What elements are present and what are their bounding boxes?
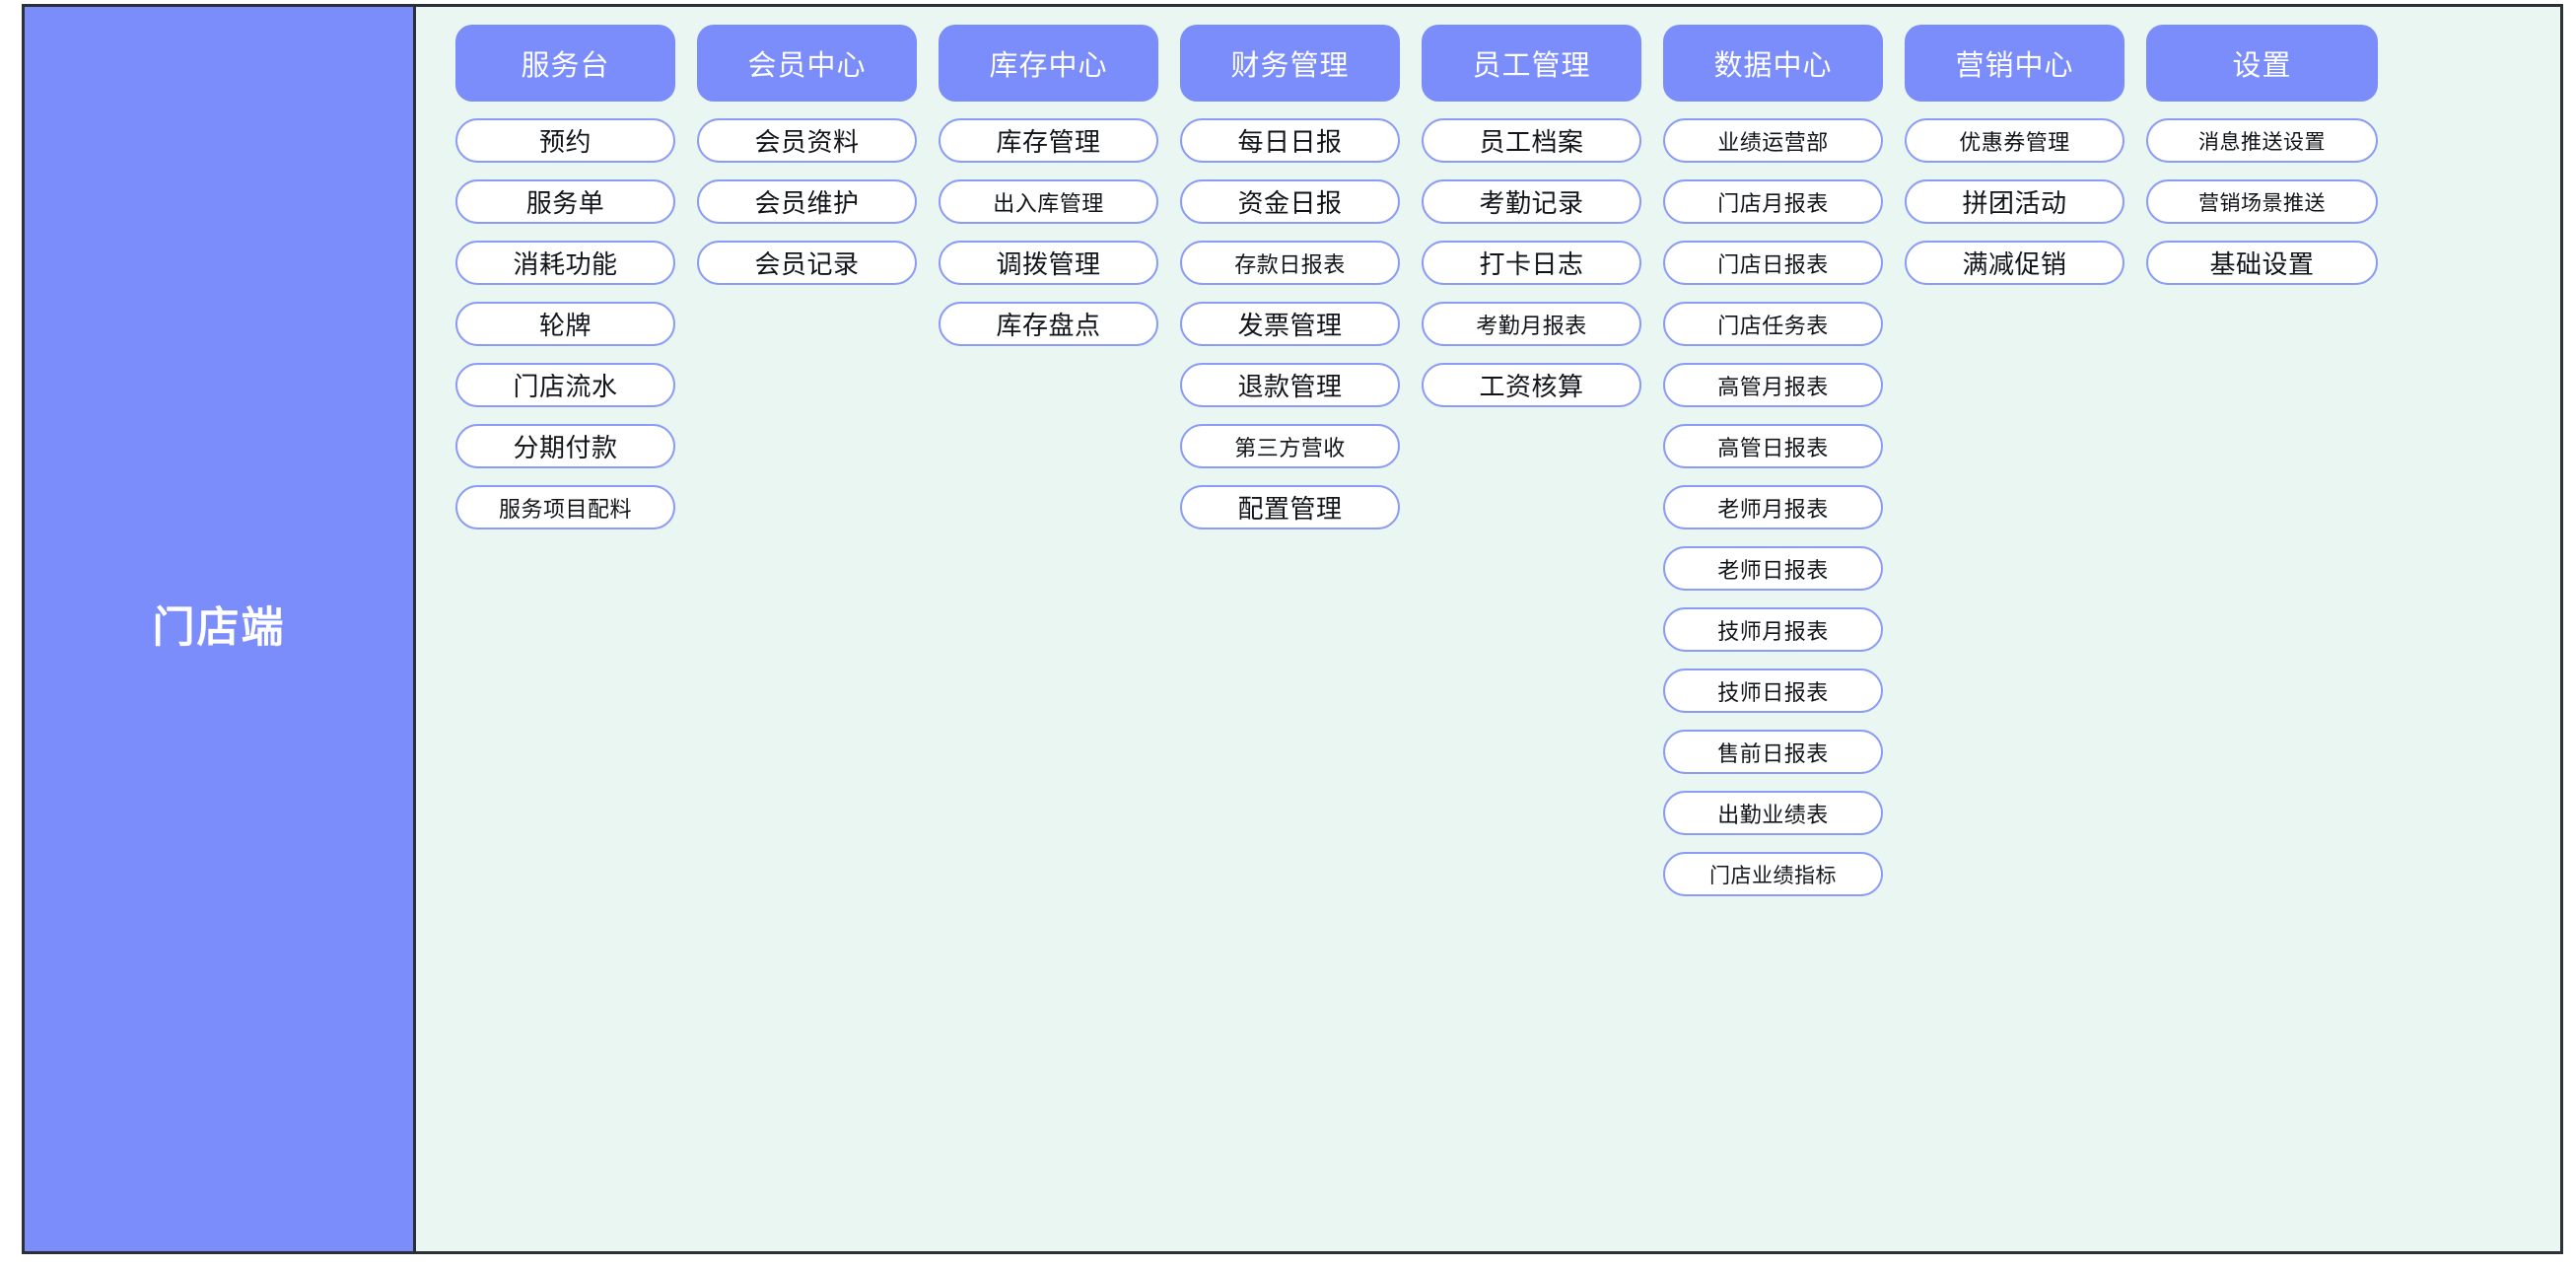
column-header-3[interactable]: 财务管理 (1180, 25, 1400, 102)
menu-item-pill[interactable]: 消息推送设置 (2146, 118, 2378, 163)
menu-item-pill[interactable]: 库存管理 (939, 118, 1158, 163)
menu-item-pill[interactable]: 存款日报表 (1180, 241, 1400, 285)
menu-item-pill[interactable]: 消耗功能 (455, 241, 675, 285)
menu-item-pill[interactable]: 满减促销 (1905, 241, 2124, 285)
menu-item-pill[interactable]: 退款管理 (1180, 363, 1400, 407)
menu-item-pill[interactable]: 工资核算 (1422, 363, 1641, 407)
column-header-4[interactable]: 员工管理 (1422, 25, 1641, 102)
module-column: 会员中心会员资料会员维护会员记录 (697, 25, 917, 302)
menu-item-pill[interactable]: 优惠券管理 (1905, 118, 2124, 163)
menu-item-pill[interactable]: 会员维护 (697, 179, 917, 224)
sidebar-root-label: 门店端 (152, 604, 286, 653)
module-column: 服务台预约服务单消耗功能轮牌门店流水分期付款服务项目配料 (455, 25, 675, 546)
column-header-1[interactable]: 会员中心 (697, 25, 917, 102)
menu-item-pill[interactable]: 考勤月报表 (1422, 302, 1641, 346)
menu-item-pill[interactable]: 门店月报表 (1663, 179, 1883, 224)
column-header-7[interactable]: 设置 (2146, 25, 2378, 102)
module-column: 数据中心业绩运营部门店月报表门店日报表门店任务表高管月报表高管日报表老师月报表老… (1663, 25, 1883, 913)
menu-item-pill[interactable]: 预约 (455, 118, 675, 163)
column-header-2[interactable]: 库存中心 (939, 25, 1158, 102)
menu-item-pill[interactable]: 出入库管理 (939, 179, 1158, 224)
menu-item-pill[interactable]: 库存盘点 (939, 302, 1158, 346)
menu-item-pill[interactable]: 第三方营收 (1180, 424, 1400, 468)
menu-item-pill[interactable]: 发票管理 (1180, 302, 1400, 346)
menu-item-pill[interactable]: 考勤记录 (1422, 179, 1641, 224)
menu-item-pill[interactable]: 每日日报 (1180, 118, 1400, 163)
menu-item-pill[interactable]: 服务项目配料 (455, 485, 675, 529)
menu-item-pill[interactable]: 会员资料 (697, 118, 917, 163)
menu-item-pill[interactable]: 基础设置 (2146, 241, 2378, 285)
architecture-diagram: 门店端 服务台预约服务单消耗功能轮牌门店流水分期付款服务项目配料会员中心会员资料… (22, 4, 2563, 1254)
column-header-0[interactable]: 服务台 (455, 25, 675, 102)
column-header-5[interactable]: 数据中心 (1663, 25, 1883, 102)
menu-item-pill[interactable]: 技师月报表 (1663, 607, 1883, 652)
menu-item-pill[interactable]: 服务单 (455, 179, 675, 224)
column-header-6[interactable]: 营销中心 (1905, 25, 2124, 102)
menu-item-pill[interactable]: 打卡日志 (1422, 241, 1641, 285)
module-columns: 服务台预约服务单消耗功能轮牌门店流水分期付款服务项目配料会员中心会员资料会员维护… (416, 25, 2378, 913)
sidebar-root-node[interactable]: 门店端 (25, 7, 416, 1251)
menu-item-pill[interactable]: 业绩运营部 (1663, 118, 1883, 163)
menu-item-pill[interactable]: 配置管理 (1180, 485, 1400, 529)
menu-item-pill[interactable]: 分期付款 (455, 424, 675, 468)
menu-item-pill[interactable]: 资金日报 (1180, 179, 1400, 224)
menu-item-pill[interactable]: 会员记录 (697, 241, 917, 285)
menu-item-pill[interactable]: 老师月报表 (1663, 485, 1883, 529)
menu-item-pill[interactable]: 门店日报表 (1663, 241, 1883, 285)
module-column: 财务管理每日日报资金日报存款日报表发票管理退款管理第三方营收配置管理 (1180, 25, 1400, 546)
menu-item-pill[interactable]: 门店任务表 (1663, 302, 1883, 346)
menu-item-pill[interactable]: 门店流水 (455, 363, 675, 407)
menu-item-pill[interactable]: 员工档案 (1422, 118, 1641, 163)
menu-item-pill[interactable]: 拼团活动 (1905, 179, 2124, 224)
module-column: 员工管理员工档案考勤记录打卡日志考勤月报表工资核算 (1422, 25, 1641, 424)
module-column: 营销中心优惠券管理拼团活动满减促销 (1905, 25, 2124, 302)
module-grid: 服务台预约服务单消耗功能轮牌门店流水分期付款服务项目配料会员中心会员资料会员维护… (416, 7, 2560, 1251)
menu-item-pill[interactable]: 门店业绩指标 (1663, 852, 1883, 896)
menu-item-pill[interactable]: 出勤业绩表 (1663, 791, 1883, 835)
menu-item-pill[interactable]: 老师日报表 (1663, 546, 1883, 591)
menu-item-pill[interactable]: 高管月报表 (1663, 363, 1883, 407)
module-column: 库存中心库存管理出入库管理调拨管理库存盘点 (939, 25, 1158, 363)
menu-item-pill[interactable]: 营销场景推送 (2146, 179, 2378, 224)
menu-item-pill[interactable]: 高管日报表 (1663, 424, 1883, 468)
menu-item-pill[interactable]: 技师日报表 (1663, 669, 1883, 713)
menu-item-pill[interactable]: 售前日报表 (1663, 730, 1883, 774)
menu-item-pill[interactable]: 调拨管理 (939, 241, 1158, 285)
module-column: 设置消息推送设置营销场景推送基础设置 (2146, 25, 2378, 302)
menu-item-pill[interactable]: 轮牌 (455, 302, 675, 346)
